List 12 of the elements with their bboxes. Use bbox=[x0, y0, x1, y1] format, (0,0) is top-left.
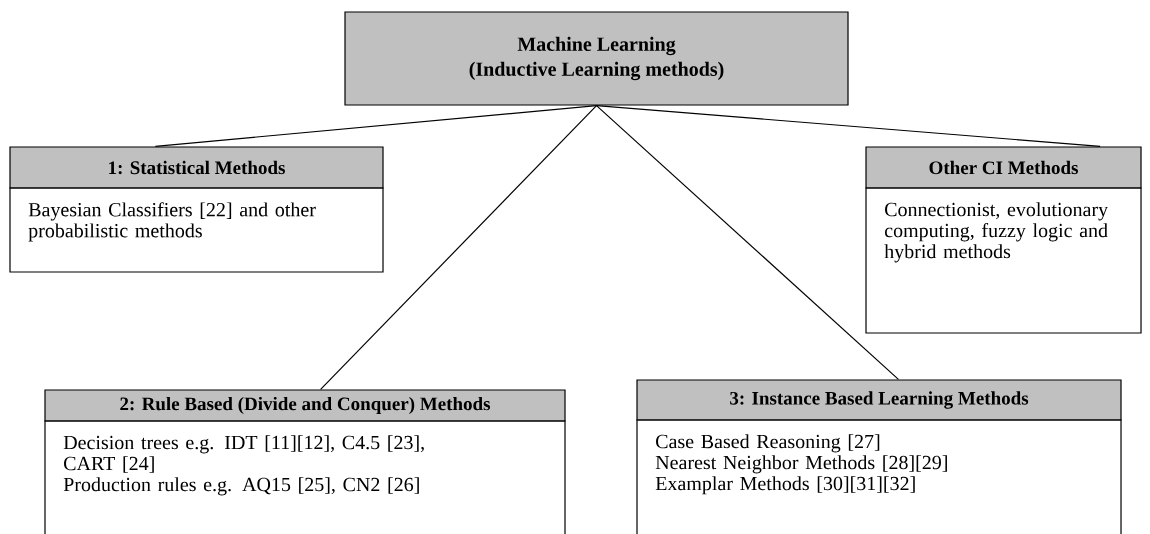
heading-box: 1: Statistical Methods bbox=[9, 146, 384, 189]
text-box: Decision trees e.g. IDT [11][12], C4.5 [23], CART [24] Production rules e.g. AQ15 [25], CN2 [26] bbox=[44, 420, 566, 534]
heading-box: 3: Instance Based Learning Methods bbox=[636, 379, 1122, 421]
heading-box: Other CI Methods bbox=[865, 146, 1142, 189]
heading-box: 2: Rule Based (Divide and Conquer) Methods bbox=[44, 389, 566, 422]
connector-line bbox=[595, 105, 899, 380]
text-box: Bayesian Classifiers [22] and other probabilistic methods bbox=[9, 187, 384, 273]
text-box: Case Based Reasoning [27] Nearest Neighbor Methods [28][29] Examplar Methods [30][31][32] bbox=[636, 419, 1122, 534]
connector-line bbox=[595, 105, 1101, 147]
heading-box: Machine Learning (Inductive Learning methods) bbox=[344, 11, 849, 106]
connector-line bbox=[320, 105, 598, 390]
text-box: Connectionist, evolutionary computing, fuzzy logic and hybrid methods bbox=[865, 187, 1142, 334]
